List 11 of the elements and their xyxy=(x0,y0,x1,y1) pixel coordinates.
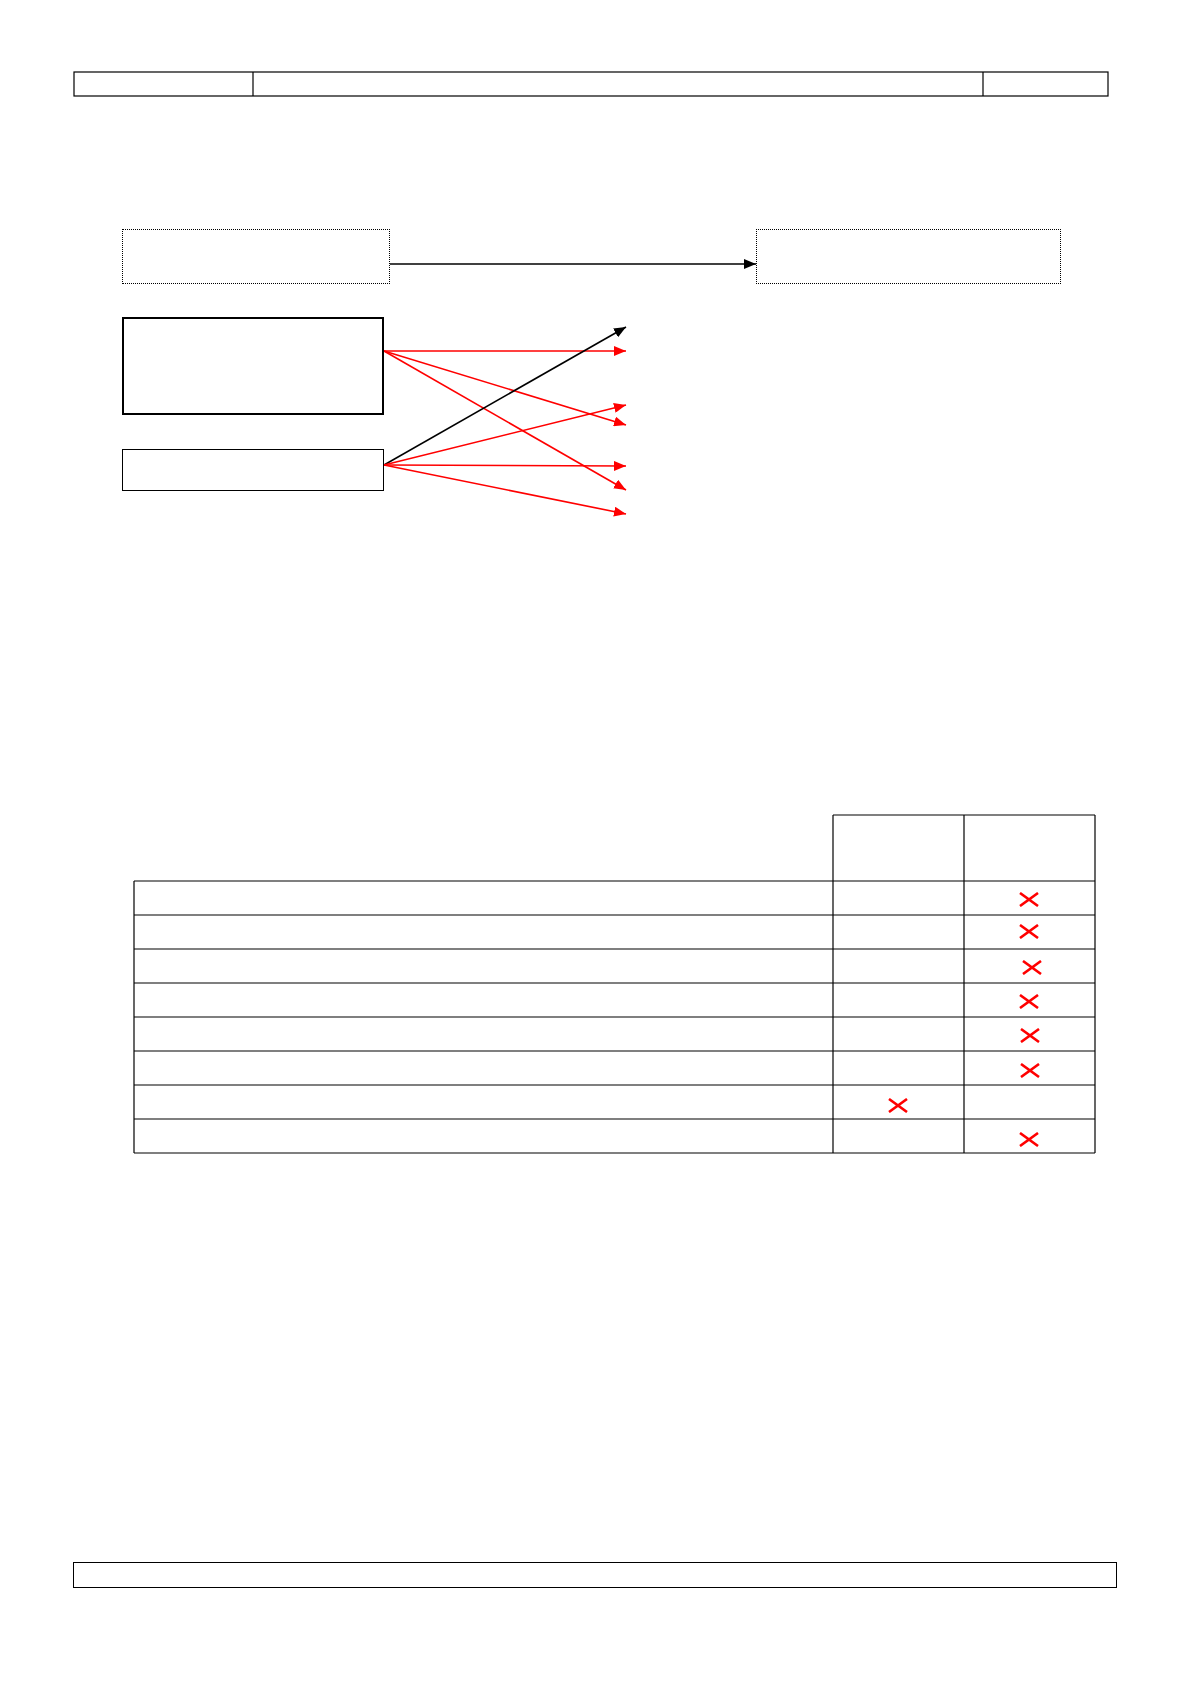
arrow xyxy=(383,350,627,491)
dotted-box xyxy=(122,229,390,284)
dotted-box xyxy=(756,229,1061,284)
arrow xyxy=(383,326,627,466)
outlined-box xyxy=(122,449,384,491)
arrow xyxy=(389,259,757,269)
arrow xyxy=(383,350,627,427)
arrow xyxy=(383,346,627,356)
outlined-box xyxy=(122,317,384,415)
arrow xyxy=(383,464,627,517)
arrow xyxy=(383,460,627,471)
